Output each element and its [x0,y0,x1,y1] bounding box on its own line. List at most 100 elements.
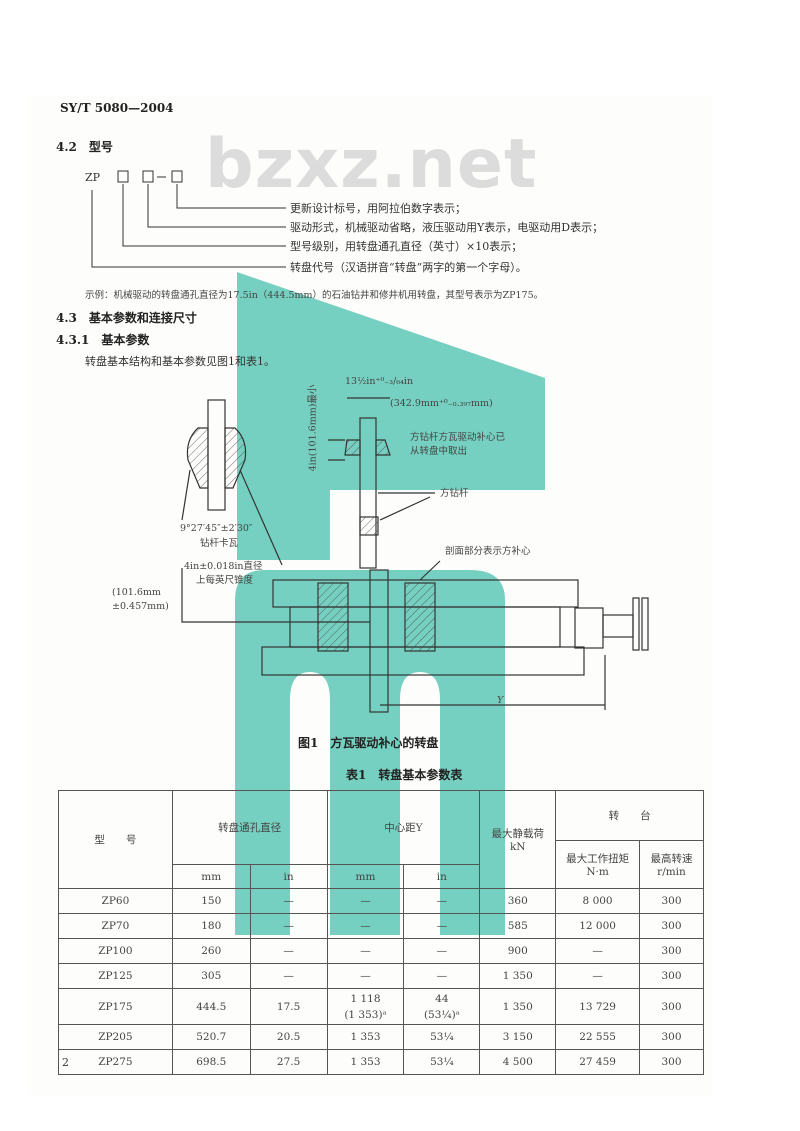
figure-caption: 图1 方瓦驱动补心的转盘 [298,736,439,750]
table-cell: 180 [171,913,251,939]
table-cell: — [403,963,481,989]
section-4-2-title: 4.2 型号 [56,140,113,154]
table-cell: 300 [639,888,704,914]
table-cell: 305 [171,963,251,989]
section-4-3-title: 4.3 基本参数和连接尺寸 [56,311,197,325]
y-dimension-label: Y [497,695,504,706]
mm-label-1: (101.6mm [112,587,161,598]
speed-label: 最高转速 [650,853,693,865]
dim-top-mm: (342.9mm⁺⁰₋₀.₃₉₇mm) [390,398,493,409]
table-cell: 13 729 [555,988,640,1025]
table-cell: 150 [171,888,251,914]
table-cell: — [403,888,481,914]
page-number: 2 [62,1056,69,1069]
table-cell: 698.5 [171,1049,251,1075]
torque-unit: N·m [586,866,609,878]
table-cell: 27.5 [249,1049,328,1075]
table-cell: — [403,938,481,964]
legend-item-2: 驱动形式，机械驱动省略，液压驱动用Y表示，电驱动用D表示； [290,221,604,234]
table-cell: 1 350 [479,963,557,989]
unit-in: in [403,864,481,889]
slips-label: 钻杆卡瓦 [200,538,239,549]
unit-mm: mm [171,864,251,889]
table-cell: 22 555 [555,1024,640,1050]
unit-mm: mm [326,864,405,889]
table-cell: 300 [639,988,704,1025]
table-cell: 300 [639,938,704,964]
table-cell: — [555,938,640,964]
table-cell: — [249,938,328,964]
section-4-3-1-body: 转盘基本结构和基本参数见图1和表1。 [85,355,275,368]
watermark-text: bzxz.net [205,125,538,204]
legend-item-1: 更新设计标号，用阿拉伯数字表示； [290,202,466,215]
table-cell: — [326,888,405,914]
example-text: 示例：机械驱动的转盘通孔直径为17.5in（444.5mm）的石油钻井和修井机用… [85,290,544,301]
table-cell: ZP205 [58,1024,173,1050]
table-cell: ZP125 [58,963,173,989]
table-cell: ZP70 [58,913,173,939]
speed-unit: r/min [657,866,686,878]
table-cell: 4 500 [479,1049,557,1075]
model-code-diagram [91,170,286,268]
table-cell: ZP175 [58,988,173,1025]
table-caption: 表1 转盘基本参数表 [346,768,463,782]
header-bore: 转盘通孔直径 [171,790,328,865]
section-4-3-1-title: 4.3.1 基本参数 [56,333,150,347]
table-cell: 27 459 [555,1049,640,1075]
standard-number: SY/T 5080—2004 [60,101,174,115]
table-cell: 20.5 [249,1024,328,1050]
table-cell: 17.5 [249,988,328,1025]
header-model: 型 号 [58,790,173,889]
taper-label-1: 4in±0.018in直径 [184,561,263,572]
load-unit: kN [509,841,526,853]
kelly-label: 方钻杆 [440,488,469,499]
table-cell: 585 [479,913,557,939]
legend-item-4: 转盘代号（汉语拼音“转盘”两字的第一个字母）。 [290,261,527,274]
model-code-prefix: ZP [85,171,101,184]
table-cell: 300 [639,1024,704,1050]
note-removed-line2: 从转盘中取出 [410,446,468,457]
table-cell: 12 000 [555,913,640,939]
table-cell: — [249,913,328,939]
table-cell: 360 [479,888,557,914]
table-cell: 300 [639,963,704,989]
table-cell: 260 [171,938,251,964]
table-cell: 300 [639,1049,704,1075]
table-cell: ZP60 [58,888,173,914]
table-cell: 8 000 [555,888,640,914]
header-table-group: 转 台 [555,790,704,841]
table-cell: — [403,913,481,939]
table-cell: 1 118 (1 353)ᵃ [326,988,405,1025]
table-cell: 1 353 [326,1024,405,1050]
table-cell: 44 (53¼)ᵃ [403,988,481,1025]
table-cell: 1 350 [479,988,557,1025]
table-cell: 444.5 [171,988,251,1025]
table-cell: — [326,963,405,989]
section-note: 剖面部分表示方补心 [445,546,531,557]
header-center: 中心距Y [326,790,481,865]
table-cell: 900 [479,938,557,964]
table-cell: — [249,963,328,989]
rotary-table-drawing [181,397,649,713]
table-cell: 53¼ [403,1024,481,1050]
taper-label-2: 上每英尺锥度 [196,575,254,586]
table-cell: — [326,938,405,964]
table-cell: — [326,913,405,939]
table-cell: ZP275 [58,1049,173,1075]
table-cell: — [249,888,328,914]
table-cell: — [555,963,640,989]
angle-label: 9°27′45″±2′30″ [180,523,253,534]
table-cell: ZP100 [58,938,173,964]
table-cell: 3 150 [479,1024,557,1050]
